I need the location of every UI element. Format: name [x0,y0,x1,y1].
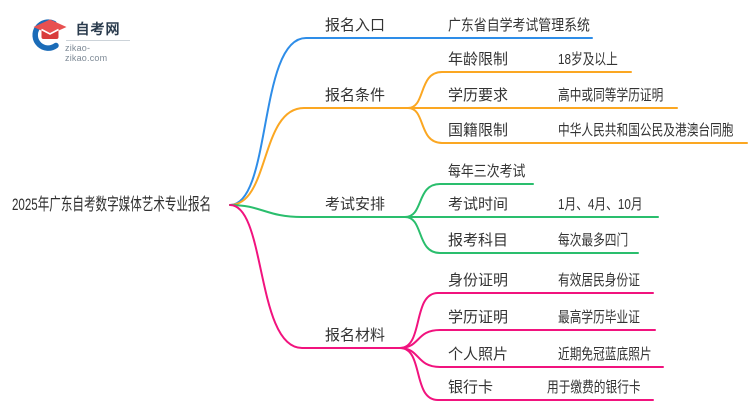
node-nationality-value: 中华人民共和国公民及港澳台同胞 [558,122,734,139]
node-education-proof-value: 最高学历毕业证 [558,309,640,326]
node-guangdong-self-study-exam-system: 广东省自学考试管理系统 [448,17,590,34]
branch-line-signup-conditions [229,107,409,206]
logo-divider [66,40,130,41]
node-nationality-label: 国籍限制 [448,122,509,139]
node-exam-subjects-label: 报考科目 [448,232,509,249]
node-exam-time-value: 1月、4月、10月 [558,196,643,213]
node-education-req-value: 高中或同等学历证明 [558,87,664,104]
node-bank-card-value: 用于缴费的银行卡 [547,379,641,396]
branch-signup-conditions: 报名条件 [325,87,386,104]
node-personal-photo-label: 个人照片 [448,346,509,363]
graduation-cap-logo-icon [32,19,67,51]
root-topic: 2025年广东自考数字媒体艺术专业报名 [12,195,212,214]
site-url: zikao-zikao.com [65,43,108,63]
child-line-age-limit [407,71,632,109]
branch-line-exam-schedule [229,204,406,218]
node-education-req-label: 学历要求 [448,87,509,104]
branch-line-signup-materials [229,204,401,349]
node-bank-card-label: 银行卡 [448,379,494,396]
node-personal-photo-value: 近期免冠蓝底照片 [558,346,652,363]
node-education-proof-label: 学历证明 [448,309,509,326]
branch-signup-entry: 报名入口 [325,17,386,34]
node-exam-subjects-value: 每次最多四门 [558,232,629,249]
node-identity-proof-label: 身份证明 [448,272,509,289]
branch-signup-materials: 报名材料 [325,327,386,344]
node-three-exams-per-year: 每年三次考试 [448,163,526,180]
site-logo: 自考网 zikao-zikao.com [28,16,131,63]
node-age-limit-value: 18岁及以上 [558,51,618,68]
child-line-three-exams-per-year [404,183,534,218]
child-line-identity-proof [399,292,654,349]
child-line-education-proof [399,329,656,349]
node-age-limit-label: 年龄限制 [448,51,509,68]
node-exam-time-label: 考试时间 [448,196,509,213]
child-line-bank-card [399,347,654,401]
node-identity-proof-value: 有效居民身份证 [558,272,640,289]
site-name: 自考网 [75,21,121,37]
branch-line-signup-entry [229,37,593,206]
child-line-nationality-limit [407,107,748,144]
branch-exam-schedule: 考试安排 [325,196,386,213]
child-line-exam-subjects [404,216,639,254]
